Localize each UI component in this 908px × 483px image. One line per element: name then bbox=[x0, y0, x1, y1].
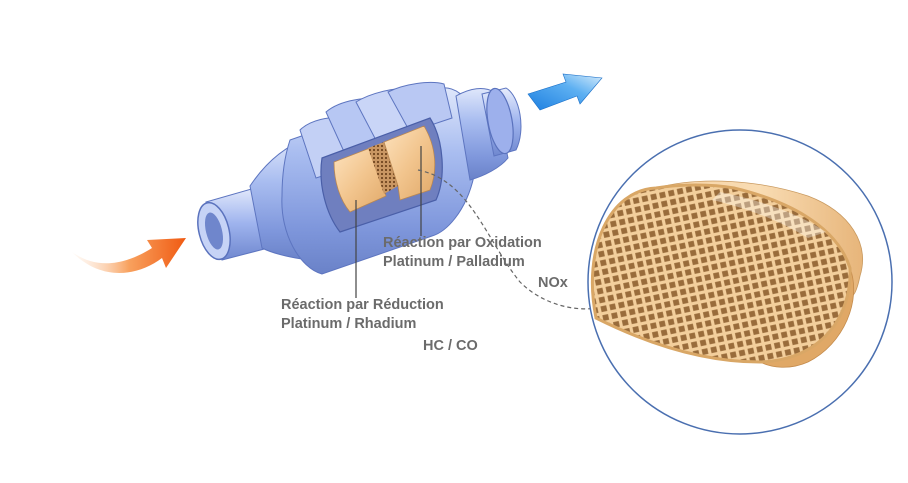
honeycomb-substrate-icon bbox=[587, 129, 893, 435]
inlet-arrow-icon bbox=[72, 238, 186, 273]
reduction-gas-label: HC / CO bbox=[423, 338, 478, 354]
oxidation-reaction-title: Réaction par Oxidation bbox=[383, 235, 542, 251]
reduction-substrate bbox=[333, 147, 387, 213]
oxidation-catalyst-metals: Platinum / Palladium bbox=[383, 254, 525, 270]
leader-lines bbox=[355, 146, 599, 310]
oxidation-substrate bbox=[383, 125, 436, 201]
oxidation-gas-label: NOx bbox=[538, 275, 568, 291]
outlet-arrow-icon bbox=[527, 73, 603, 111]
reduction-reaction-title: Réaction par Réduction bbox=[281, 297, 444, 313]
leader-line-zoom bbox=[417, 169, 599, 310]
converter-body bbox=[197, 81, 522, 275]
reduction-catalyst-metals: Platinum / Rhadium bbox=[281, 316, 417, 332]
